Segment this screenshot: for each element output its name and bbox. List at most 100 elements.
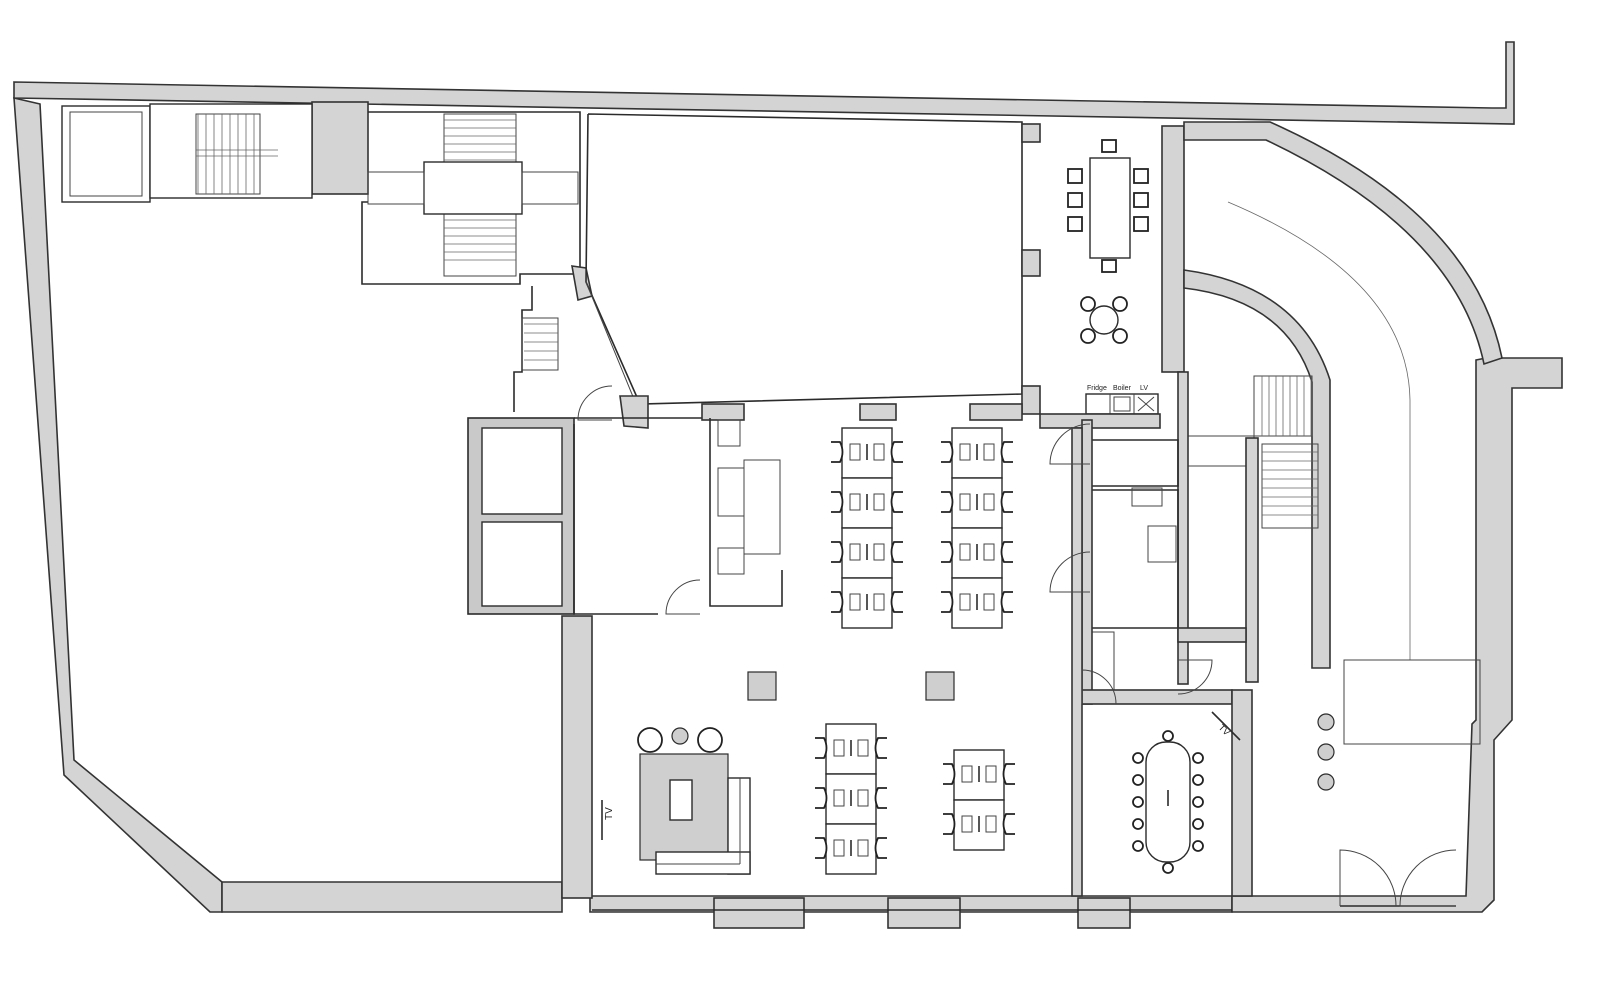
bollard: [1317, 743, 1335, 761]
ramp-centerline: [1227, 201, 1411, 660]
desk-chair: [890, 491, 903, 513]
door-swing: [1049, 551, 1091, 593]
sofa-side: [655, 851, 751, 875]
top-wall: [13, 41, 1515, 125]
dining-chair: [1101, 139, 1117, 153]
monitor: [983, 493, 995, 511]
desk-chair: [831, 541, 844, 563]
column: [925, 671, 955, 701]
monitor: [873, 593, 885, 611]
right-circulation: [1081, 371, 1456, 907]
fridge-label: Fridge: [1087, 385, 1107, 392]
desk-chair: [943, 763, 956, 785]
dining-chair: [1067, 192, 1083, 208]
door-swing: [1177, 659, 1213, 695]
meeting-chair: [1132, 774, 1144, 786]
bollard: [1317, 773, 1335, 791]
meeting-chair: [1132, 840, 1144, 852]
monitor: [959, 493, 971, 511]
monitor: [959, 543, 971, 561]
monitor: [873, 543, 885, 561]
desk-clusters: [197, 114, 1457, 907]
desk-chair: [815, 837, 828, 859]
desk-chair: [943, 813, 956, 835]
left-wall: [13, 96, 223, 913]
side-table: [671, 727, 689, 745]
meeting-room: TV: [1145, 711, 1241, 863]
desk-chair: [890, 591, 903, 613]
meeting-chair: [1162, 862, 1174, 874]
monitor: [857, 839, 869, 857]
meeting-chair: [1192, 752, 1204, 764]
stair-treads-a: [195, 113, 278, 195]
boiler-label: Boiler: [1113, 385, 1132, 392]
left-core: [467, 286, 1023, 615]
lounge: TV: [601, 727, 751, 875]
desk-chair: [1002, 763, 1015, 785]
central-stair: [361, 111, 593, 302]
desk-chair: [831, 591, 844, 613]
monitor: [983, 543, 995, 561]
bollard: [1317, 713, 1335, 731]
desk-chair: [941, 441, 954, 463]
monitor: [849, 493, 861, 511]
round-table-chair: [1112, 328, 1128, 344]
desk-chair: [831, 441, 844, 463]
desk-chair: [815, 787, 828, 809]
lift-1: [481, 427, 563, 515]
meeting-chair: [1132, 796, 1144, 808]
monitor: [983, 593, 995, 611]
outer-curve-wall: [1183, 121, 1503, 366]
dining-chair: [1133, 168, 1149, 184]
desk-chair: [941, 541, 954, 563]
door-swing: [1339, 849, 1397, 907]
monitor: [849, 593, 861, 611]
monitor: [833, 739, 845, 757]
tv-label-lounge: TV: [604, 807, 615, 820]
desk-chair: [941, 591, 954, 613]
meeting-chair: [1192, 818, 1204, 830]
armchair: [697, 727, 723, 753]
desk-chair: [831, 491, 844, 513]
monitor: [833, 789, 845, 807]
desk-chair: [890, 541, 903, 563]
round-table-chair: [1080, 328, 1096, 344]
office-left-wall: [561, 615, 593, 899]
desk-chair: [1000, 441, 1013, 463]
door-swing: [1049, 423, 1091, 465]
coffee-table: [669, 779, 693, 821]
monitor: [833, 839, 845, 857]
column: [747, 671, 777, 701]
desk-chair: [815, 737, 828, 759]
monitor: [959, 443, 971, 461]
monitor: [857, 739, 869, 757]
monitor: [857, 789, 869, 807]
dining-chair: [1133, 216, 1149, 232]
meeting-chair: [1192, 840, 1204, 852]
desk-chair: [874, 787, 887, 809]
round-table: [1089, 305, 1119, 335]
round-table-chair: [1112, 296, 1128, 312]
monitor: [849, 443, 861, 461]
monitor: [985, 815, 997, 833]
pier: [311, 101, 369, 195]
right-wall: [1231, 357, 1563, 913]
lv-label: LV: [1140, 385, 1148, 392]
meeting-chair: [1132, 752, 1144, 764]
meeting-chair: [1192, 796, 1204, 808]
monitor: [985, 765, 997, 783]
lift-2: [481, 521, 563, 607]
tv-label-meeting: TV: [1217, 722, 1232, 737]
dining-chair: [1067, 216, 1083, 232]
door-swing: [1081, 669, 1117, 705]
desk-chair: [1000, 591, 1013, 613]
desk-chair: [874, 837, 887, 859]
dining-table: [1089, 157, 1131, 259]
round-table-chair: [1080, 296, 1096, 312]
open-office: [561, 427, 1232, 929]
desk-chair: [941, 491, 954, 513]
dining-chair: [1067, 168, 1083, 184]
monitor: [961, 765, 973, 783]
meeting-chair: [1132, 818, 1144, 830]
